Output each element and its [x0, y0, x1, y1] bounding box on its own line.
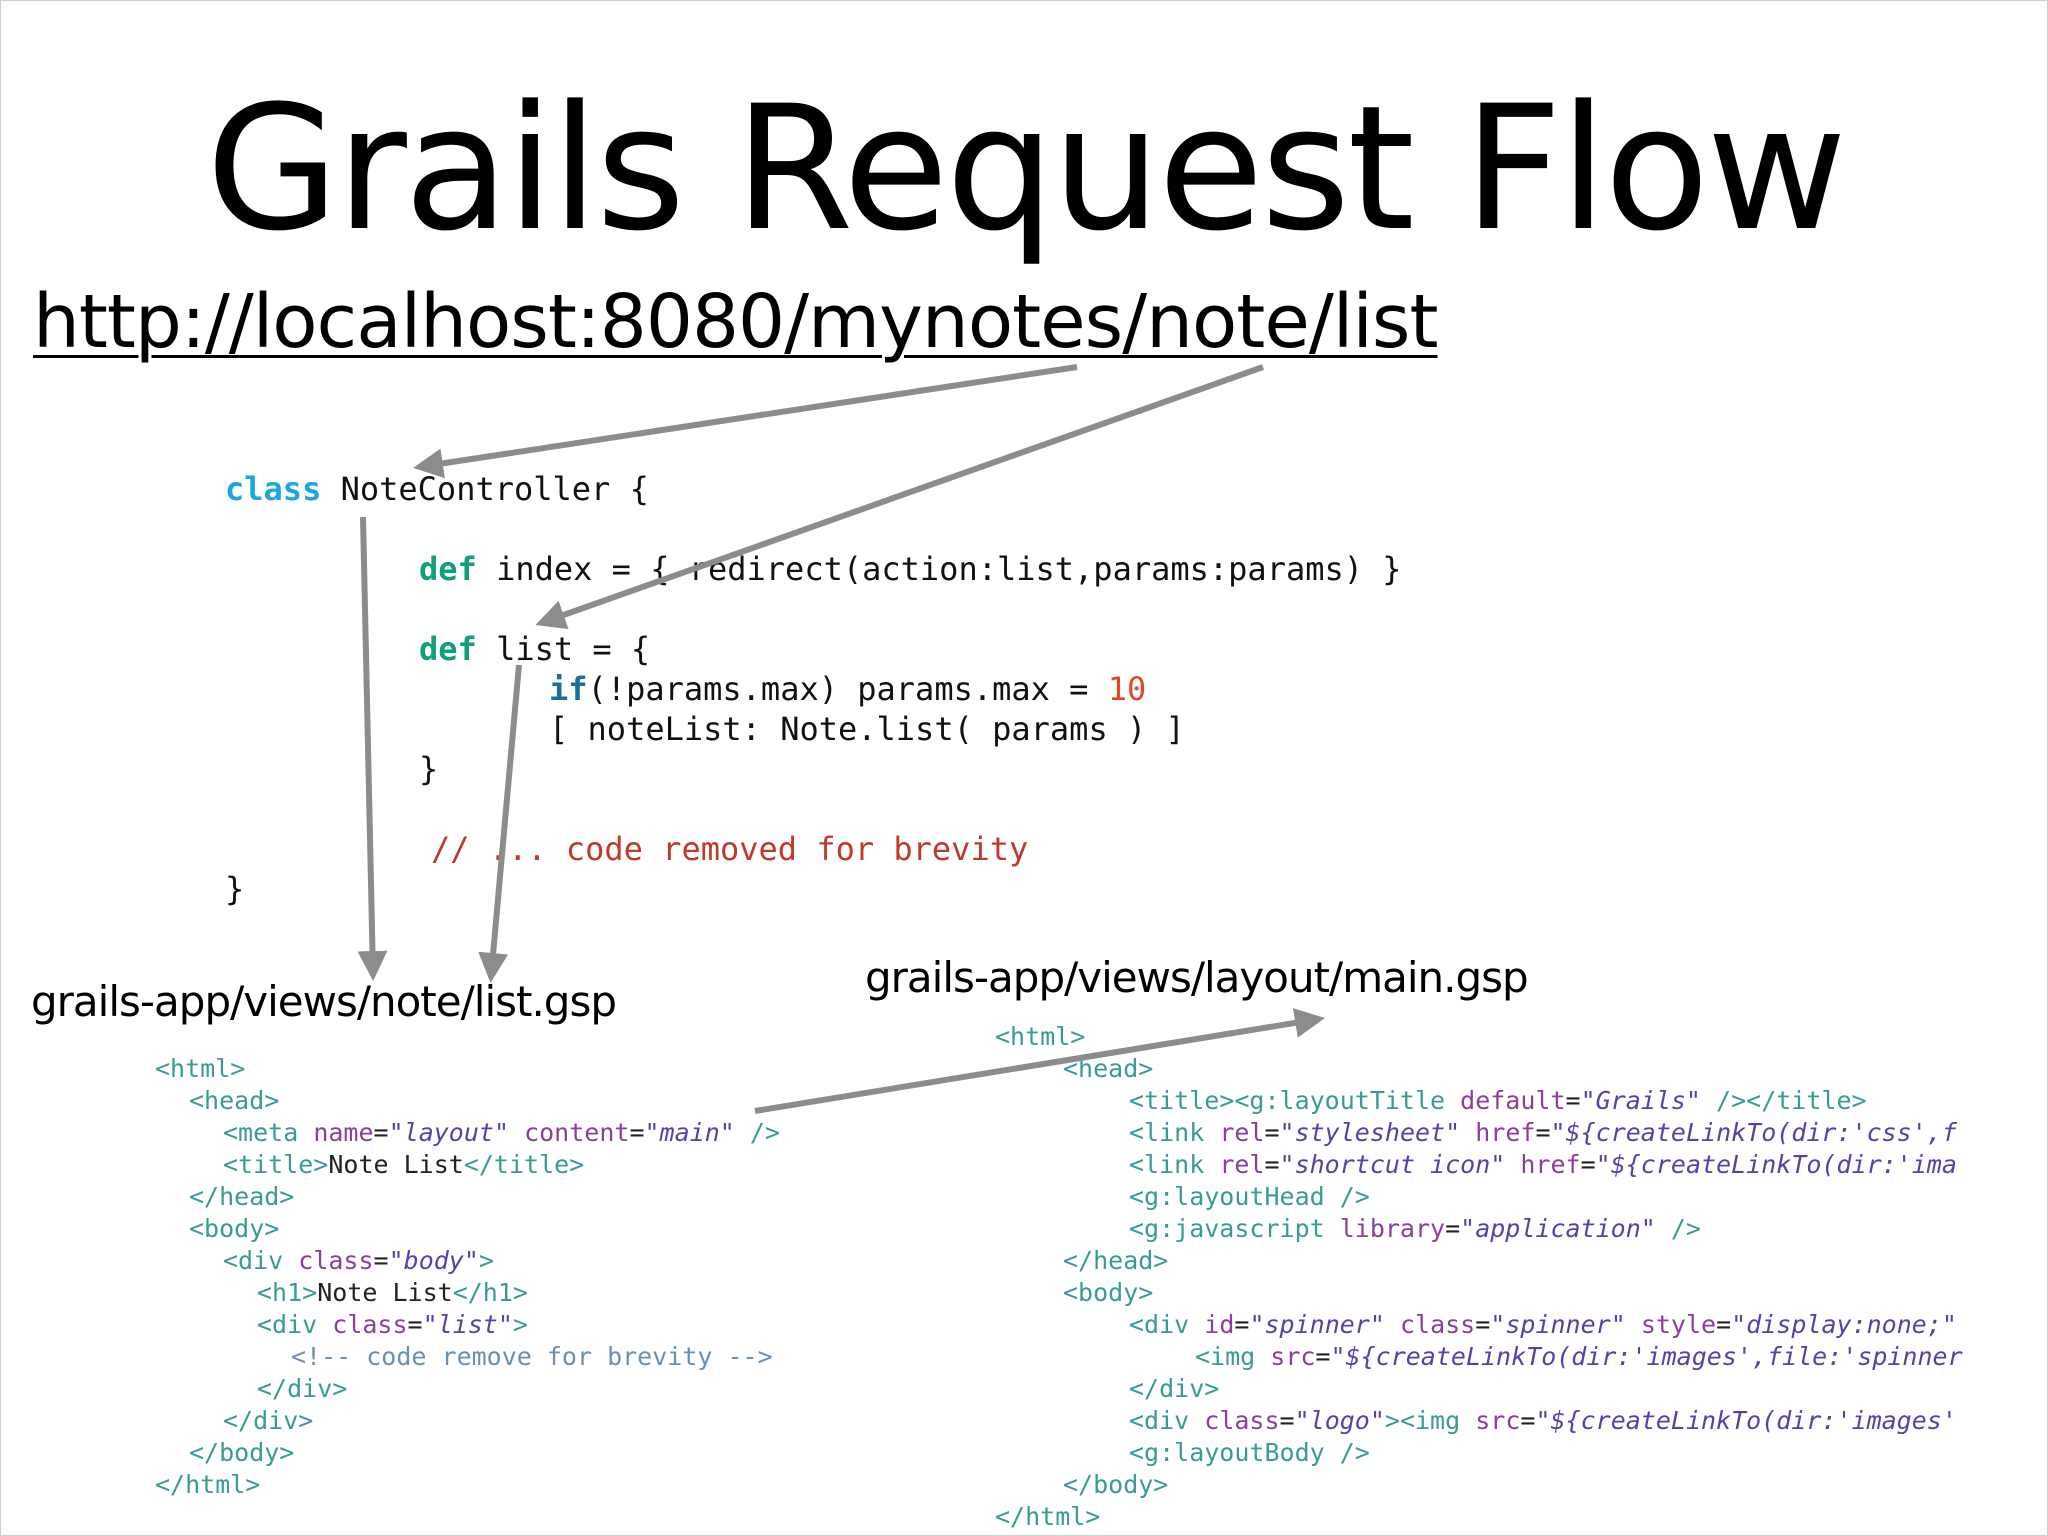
arrow-class-to-view: [357, 516, 388, 981]
code-text: NoteController {: [321, 470, 649, 508]
gsp-line: </div>: [223, 1406, 314, 1435]
code-line-notelist: [ noteList: Note.list( params ) ]: [549, 710, 1185, 748]
gsp-line: <body>: [1063, 1278, 1154, 1307]
gsp-line-h1: <h1>Note List</h1>: [257, 1278, 528, 1307]
code-line-close-class: }: [225, 870, 245, 908]
gsp-line-spinner: <div id="spinner" class="spinner" style=…: [1129, 1310, 1957, 1339]
number-literal: 10: [1107, 670, 1147, 708]
code-line-close-list: }: [419, 750, 439, 788]
code-text: (!params.max) params.max =: [587, 670, 1108, 708]
arrow-list-to-view: [478, 664, 522, 983]
gsp-line-div-body: <div class="body">: [223, 1246, 494, 1275]
gsp-line: </body>: [1063, 1470, 1169, 1499]
code-line-list: def list = {: [419, 629, 650, 669]
gsp-line: </div>: [257, 1374, 348, 1403]
gsp-line-logo: <div class="logo"><img src="${createLink…: [1129, 1406, 1957, 1435]
gsp-line-link-stylesheet: <link rel="stylesheet" href="${createLin…: [1129, 1118, 1957, 1147]
code-line-if: if(!params.max) params.max = 10: [549, 669, 1146, 709]
keyword-if: if: [549, 670, 588, 708]
arrow-layout: [754, 1008, 1325, 1114]
keyword-def: def: [419, 630, 477, 668]
list-gsp-label: grails-app/views/note/list.gsp: [31, 977, 617, 1026]
slide-title: Grails Request Flow: [205, 68, 1847, 269]
gsp-line-link-icon: <link rel="shortcut icon" href="${create…: [1129, 1150, 1957, 1179]
arrow-action: [535, 364, 1265, 630]
request-url: http://localhost:8080/mynotes/note/list: [33, 279, 1438, 365]
code-text: list = {: [476, 630, 651, 668]
gsp-line: </body>: [189, 1438, 295, 1467]
gsp-line-comment: <!-- code remove for brevity -->: [291, 1342, 773, 1371]
keyword-class: class: [225, 470, 322, 508]
arrow-controller: [413, 364, 1078, 479]
gsp-line-layout-title: <title><g:layoutTitle default="Grails" /…: [1129, 1086, 1867, 1115]
gsp-line-meta: <meta name="layout" content="main" />: [223, 1118, 780, 1147]
gsp-line: </div>: [1129, 1374, 1220, 1403]
gsp-line: <g:layoutHead />: [1129, 1182, 1370, 1211]
gsp-line-div-list: <div class="list">: [257, 1310, 528, 1339]
gsp-line: </html>: [995, 1502, 1101, 1531]
gsp-line: </html>: [155, 1470, 261, 1499]
main-gsp-label: grails-app/views/layout/main.gsp: [865, 953, 1529, 1002]
gsp-line-javascript: <g:javascript library="application" />: [1129, 1214, 1701, 1243]
code-line-class: class NoteController {: [225, 469, 649, 509]
gsp-line: </head>: [189, 1182, 295, 1211]
gsp-line-title: <title>Note List</title>: [223, 1150, 585, 1179]
gsp-line: <body>: [189, 1214, 280, 1243]
gsp-line-img: <img src="${createLinkTo(dir:'images',fi…: [1195, 1342, 1963, 1371]
gsp-line: <html>: [155, 1054, 246, 1083]
keyword-def: def: [419, 550, 477, 588]
gsp-line: <head>: [189, 1086, 280, 1115]
gsp-line: </head>: [1063, 1246, 1169, 1275]
gsp-line: <html>: [995, 1022, 1086, 1051]
gsp-line: <g:layoutBody />: [1129, 1438, 1370, 1467]
